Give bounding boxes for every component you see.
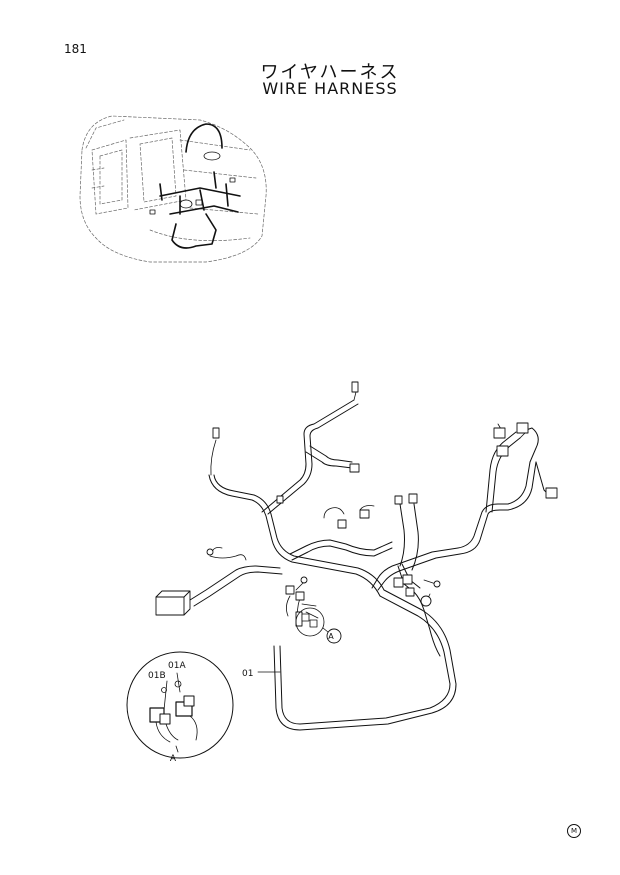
main-harness-trunk [189, 399, 549, 731]
callout-detail-a-ref: A [328, 632, 334, 641]
ring-terminal-center [300, 576, 308, 584]
detail-a-inset [126, 651, 234, 759]
connector-center [337, 519, 347, 529]
wire-sleeve [295, 611, 303, 627]
machine-location-details [149, 151, 236, 215]
ring-terminal-right [433, 580, 441, 588]
connector-pair-right [408, 493, 418, 504]
callout-detail-a-label: A [170, 754, 177, 764]
connectors [155, 381, 558, 627]
connector-pair-left [394, 495, 403, 505]
ring-terminal-left [206, 548, 214, 556]
callout-01: 01 [242, 669, 253, 679]
title-english: WIRE HARNESS [262, 79, 398, 98]
connector-far-right-upper [493, 427, 506, 439]
connector-right-cluster-a [393, 577, 404, 588]
connector-center-low-b [295, 591, 305, 601]
connector-top-left [212, 427, 220, 439]
connector-upper-mid [349, 463, 360, 473]
detail-a-marker [295, 607, 342, 644]
connector-right-cluster-c [405, 587, 415, 597]
connector-center-low-a [285, 585, 295, 595]
callout-01b: 01B [148, 671, 166, 681]
connector-box-left [155, 596, 185, 616]
connector-right-cluster-b [402, 574, 413, 585]
connector-top [351, 381, 359, 393]
connector-spine [276, 495, 284, 504]
page-number: 181 [64, 42, 87, 56]
machine-location-harness [159, 123, 241, 249]
machine-location-sketch [79, 115, 267, 263]
corner-mark: M [567, 824, 581, 838]
connector-far-right-mid [496, 445, 509, 457]
connector-right-round [420, 595, 432, 607]
callout-01a: 01A [168, 661, 186, 671]
connector-far-right-top [516, 422, 529, 434]
connector-far-right-lower [545, 487, 558, 499]
title-japanese: ワイヤハーネス [260, 62, 400, 83]
connector-center-right [359, 509, 370, 519]
